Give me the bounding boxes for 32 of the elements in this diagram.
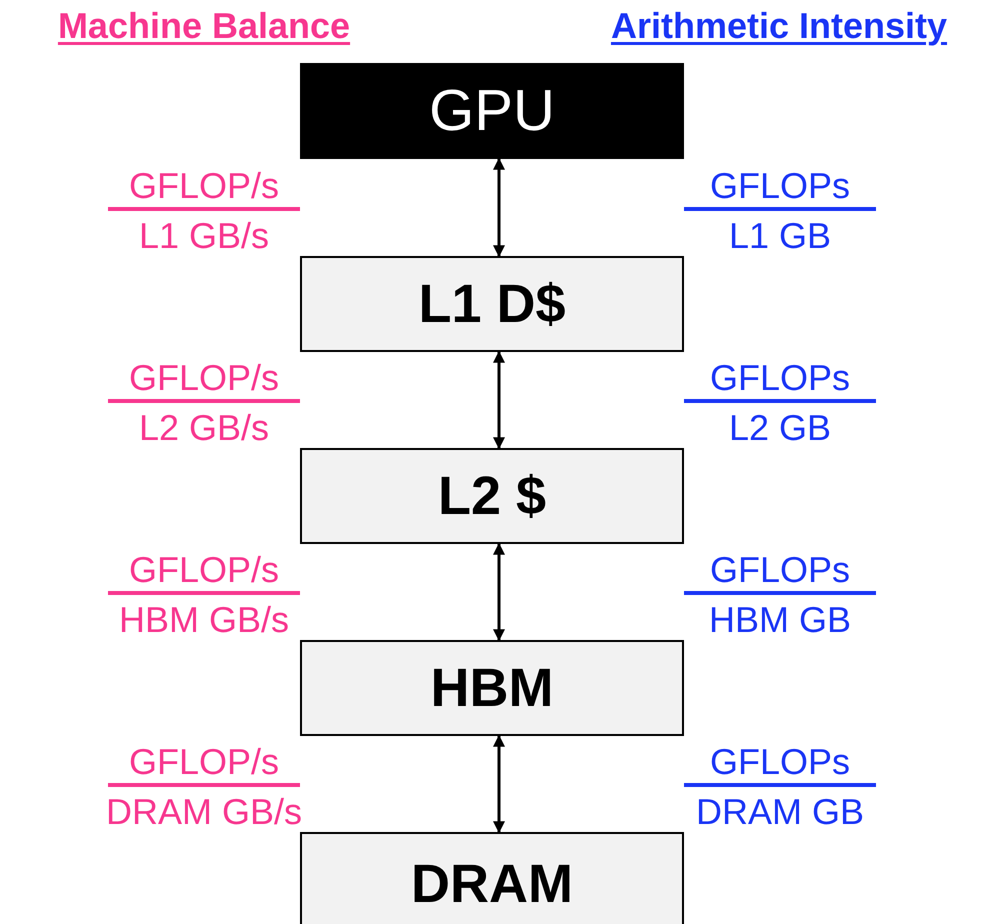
box-label: L2 $	[438, 469, 546, 523]
fraction-term: GFLOPs	[708, 552, 852, 588]
process-box	[300, 256, 684, 352]
fraction-term: HBM GB	[708, 602, 852, 638]
fraction-term: L2 GB	[728, 410, 832, 446]
process-box	[300, 63, 684, 159]
process-box	[300, 448, 684, 544]
column-heading: Machine Balance	[56, 8, 352, 44]
box-label: GPU	[429, 82, 555, 140]
column-heading: Arithmetic Intensity	[610, 8, 948, 44]
fraction-term: DRAM GB/s	[104, 794, 303, 830]
box-label: DRAM	[411, 857, 573, 911]
fraction-term: GFLOPs	[708, 168, 852, 204]
fraction-term: HBM GB/s	[118, 602, 290, 638]
double-arrow	[493, 158, 505, 258]
box-label: HBM	[430, 661, 554, 715]
double-arrow	[493, 542, 505, 642]
fraction-term: GFLOPs	[708, 744, 852, 780]
fraction-term: GFLOP/s	[128, 552, 280, 588]
double-arrow	[493, 734, 505, 834]
fraction-term: DRAM GB	[694, 794, 865, 830]
double-arrow	[493, 350, 505, 450]
fraction-term: L2 GB/s	[138, 410, 270, 446]
fraction-term: GFLOP/s	[128, 360, 280, 396]
box-label: L1 D$	[418, 277, 566, 331]
fraction-term: GFLOPs	[708, 360, 852, 396]
fraction-term: GFLOP/s	[128, 744, 280, 780]
process-box	[300, 832, 684, 924]
fraction-term: GFLOP/s	[128, 168, 280, 204]
fraction-term: L1 GB/s	[138, 218, 270, 254]
process-box	[300, 640, 684, 736]
fraction-term: L1 GB	[728, 218, 832, 254]
